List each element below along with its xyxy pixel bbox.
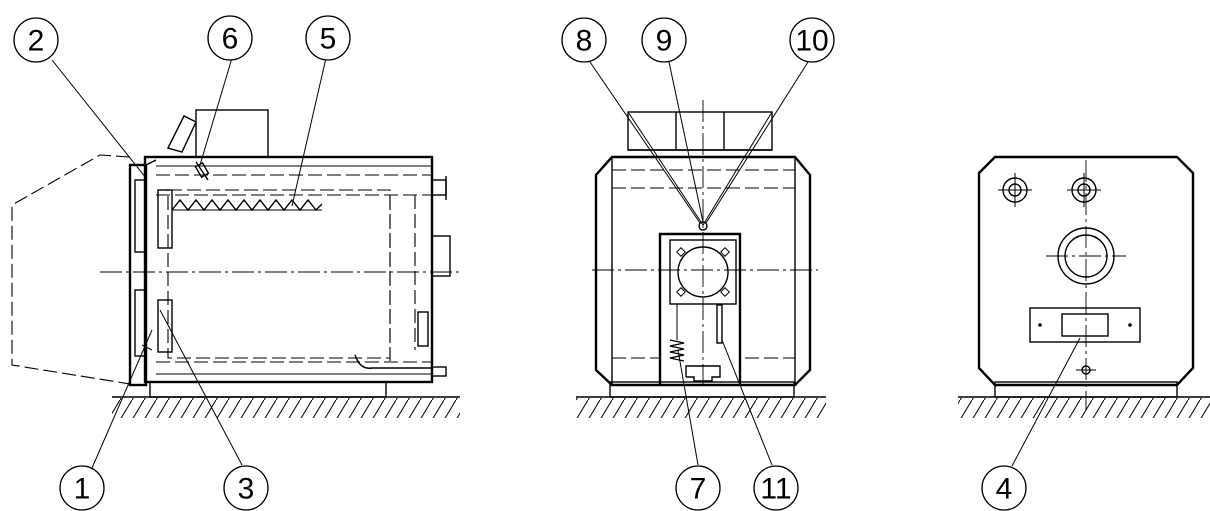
- callout-3-label: 3: [238, 473, 255, 506]
- callout-2-label: 2: [28, 25, 45, 58]
- callout-7: 7: [675, 465, 721, 511]
- rear-pipe-bottom: [431, 366, 447, 377]
- callout-9-label: 9: [656, 25, 673, 58]
- callout-1: 1: [59, 465, 105, 511]
- leader-lines: [51, 57, 1081, 469]
- rear-view: [958, 155, 1210, 418]
- door-insulation-bottom: [134, 289, 146, 357]
- door-panel: [128, 163, 148, 387]
- callout-5-label: 5: [320, 23, 337, 56]
- door-insulation-top: [134, 179, 146, 253]
- callout-6-label: 6: [222, 23, 239, 56]
- callout-8: 8: [561, 17, 607, 63]
- callout-11: 11: [753, 465, 799, 511]
- callout-1-label: 1: [74, 473, 91, 506]
- top-fitting-slanted: [166, 115, 197, 153]
- boiler-body: [143, 155, 434, 384]
- base-plinth: [149, 381, 387, 398]
- front-view: [576, 100, 826, 418]
- callout-7-label: 7: [690, 473, 707, 506]
- burner-plate: [669, 239, 737, 305]
- burner-port: [677, 246, 729, 298]
- combustion-chamber: [167, 189, 391, 359]
- callout-4-label: 4: [996, 473, 1013, 506]
- rear-flue-outlet: [431, 235, 451, 277]
- rear-body: [977, 155, 1195, 387]
- door-opening: [658, 232, 742, 385]
- spring: [669, 339, 685, 362]
- nameplate: [1061, 313, 1109, 337]
- bottom-bracket: [685, 365, 721, 382]
- top-box: [195, 109, 269, 158]
- callout-10-label: 10: [795, 25, 828, 58]
- callout-3: 3: [223, 465, 269, 511]
- callout-4: 4: [981, 465, 1027, 511]
- callout-9: 9: [641, 17, 687, 63]
- ground-side: [112, 396, 460, 418]
- nameplate-frame: [1029, 307, 1141, 343]
- callout-2: 2: [13, 17, 59, 63]
- ground-front: [576, 396, 826, 418]
- callout-10: 10: [789, 17, 835, 63]
- rear-inspection-port: [417, 311, 429, 347]
- door-swing-outline: [11, 154, 131, 385]
- callout-5: 5: [305, 15, 351, 61]
- heat-exchanger-zigzag: [171, 198, 323, 212]
- rear-pipe-top: [431, 179, 447, 196]
- rod: [716, 304, 723, 344]
- callout-11-label: 11: [760, 473, 791, 506]
- callout-8-label: 8: [576, 25, 593, 58]
- side-view: [11, 109, 460, 418]
- callout-6: 6: [207, 15, 253, 61]
- ground-rear: [958, 396, 1210, 418]
- burner-plate-bottom: [157, 299, 173, 353]
- burner-plate-top: [157, 189, 173, 249]
